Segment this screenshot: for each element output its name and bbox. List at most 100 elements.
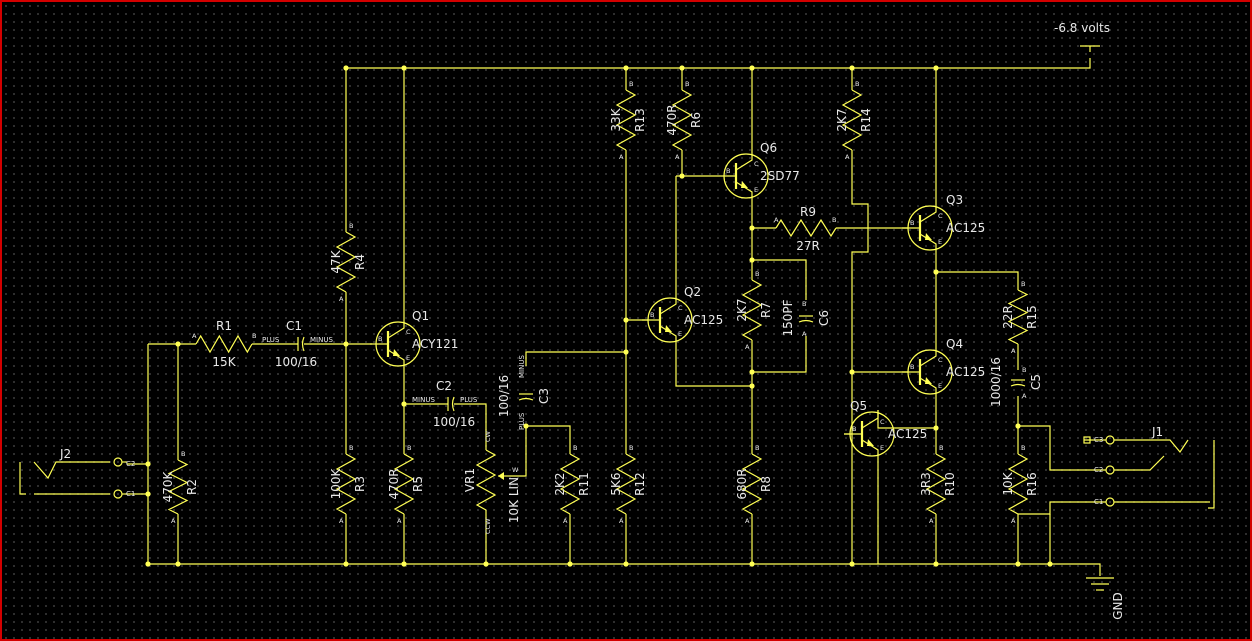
svg-text:C2: C2: [126, 460, 135, 468]
svg-text:B: B: [939, 444, 943, 452]
resistor-ref: R3: [353, 476, 367, 492]
capacitor-value: 150PF: [781, 299, 795, 336]
capacitor-ref: C1: [286, 319, 302, 333]
svg-text:B: B: [910, 219, 914, 227]
transistor-type: AC125: [946, 221, 985, 235]
resistor-value: 3R3: [919, 472, 933, 496]
transistor-type: ACY121: [412, 337, 458, 351]
resistor-ref: R7: [759, 302, 773, 318]
svg-text:A: A: [619, 153, 624, 161]
resistor-ref: R14: [859, 108, 873, 132]
transistor-ref: Q5: [850, 399, 867, 413]
svg-text:B: B: [685, 80, 689, 88]
resistor-value: 27R: [796, 239, 820, 253]
svg-text:C: C: [406, 328, 411, 336]
svg-text:B: B: [755, 270, 759, 278]
capacitor-ref: C2: [436, 379, 452, 393]
svg-text:B: B: [629, 80, 633, 88]
resistor-value: 2K7: [735, 298, 749, 321]
svg-text:W: W: [512, 466, 519, 474]
svg-text:E: E: [678, 330, 682, 338]
transistor-ref: Q3: [946, 193, 963, 207]
capacitor-value: 100/16: [275, 355, 317, 369]
resistor-value: 33K: [609, 107, 623, 131]
resistor-value: 470K: [161, 470, 175, 502]
transistor-type: 2SD77: [760, 169, 800, 183]
svg-text:A: A: [745, 517, 750, 525]
resistor-value: 470R: [665, 104, 679, 135]
resistor-ref: R9: [800, 205, 816, 219]
svg-text:B: B: [349, 222, 353, 230]
svg-text:CCW: CCW: [484, 518, 492, 534]
svg-text:A: A: [563, 517, 568, 525]
svg-text:PLUS: PLUS: [518, 412, 526, 430]
resistor-value: 100K: [329, 467, 343, 499]
svg-text:B: B: [802, 300, 806, 308]
transistor-type: AC125: [946, 365, 985, 379]
svg-text:C2: C2: [1094, 466, 1103, 474]
resistor-value: 470R: [387, 468, 401, 499]
resistor-ref: R16: [1025, 472, 1039, 496]
svg-text:A: A: [774, 216, 779, 224]
resistor-r10: B A R10 3R3: [919, 444, 957, 525]
resistor-ref: R10: [943, 472, 957, 496]
capacitor-c6: B A C6 150PF: [781, 299, 831, 338]
pot-value: 10K LIN: [507, 477, 521, 523]
svg-text:B: B: [378, 335, 382, 343]
svg-text:C: C: [678, 304, 683, 312]
svg-text:C: C: [880, 418, 885, 426]
svg-text:C: C: [754, 160, 759, 168]
svg-text:A: A: [802, 330, 807, 338]
svg-text:B: B: [855, 80, 859, 88]
transistor-ref: Q1: [412, 309, 429, 323]
capacitor-ref: C6: [817, 310, 831, 326]
svg-text:A: A: [397, 517, 402, 525]
resistor-ref: R15: [1025, 305, 1039, 329]
pot-ref: VR1: [463, 468, 477, 492]
svg-text:A: A: [745, 343, 750, 351]
transistor-type: AC125: [684, 313, 723, 327]
resistor-ref: R4: [353, 254, 367, 270]
connector-ref: J2: [59, 447, 71, 461]
svg-text:A: A: [675, 153, 680, 161]
supply-label: -6.8 volts: [1054, 21, 1110, 35]
svg-text:B: B: [1021, 280, 1025, 288]
svg-text:A: A: [1011, 347, 1016, 355]
resistor-ref: R2: [185, 479, 199, 495]
capacitor-value: 1000/16: [989, 357, 1003, 407]
svg-text:E: E: [938, 382, 942, 390]
svg-text:C: C: [938, 356, 943, 364]
svg-text:A: A: [1011, 517, 1016, 525]
ground-symbol: [1086, 577, 1114, 591]
resistor-value: 680R: [735, 468, 749, 499]
connector-ref: J1: [1151, 425, 1163, 439]
capacitor-ref: C3: [537, 388, 551, 404]
svg-text:A: A: [339, 517, 344, 525]
svg-text:E: E: [938, 238, 942, 246]
svg-text:PLUS: PLUS: [460, 396, 478, 404]
svg-text:A: A: [929, 517, 934, 525]
transistor-ref: Q6: [760, 141, 777, 155]
svg-text:C: C: [938, 212, 943, 220]
resistor-r7: B A R7 2K7: [735, 270, 773, 351]
transistor-type: AC125: [888, 427, 927, 441]
svg-text:B: B: [573, 444, 577, 452]
svg-text:MINUS: MINUS: [518, 355, 526, 378]
resistor-ref: R12: [633, 472, 647, 496]
svg-text:B: B: [181, 450, 185, 458]
svg-text:A: A: [171, 517, 176, 525]
capacitor-ref: C5: [1029, 374, 1043, 390]
